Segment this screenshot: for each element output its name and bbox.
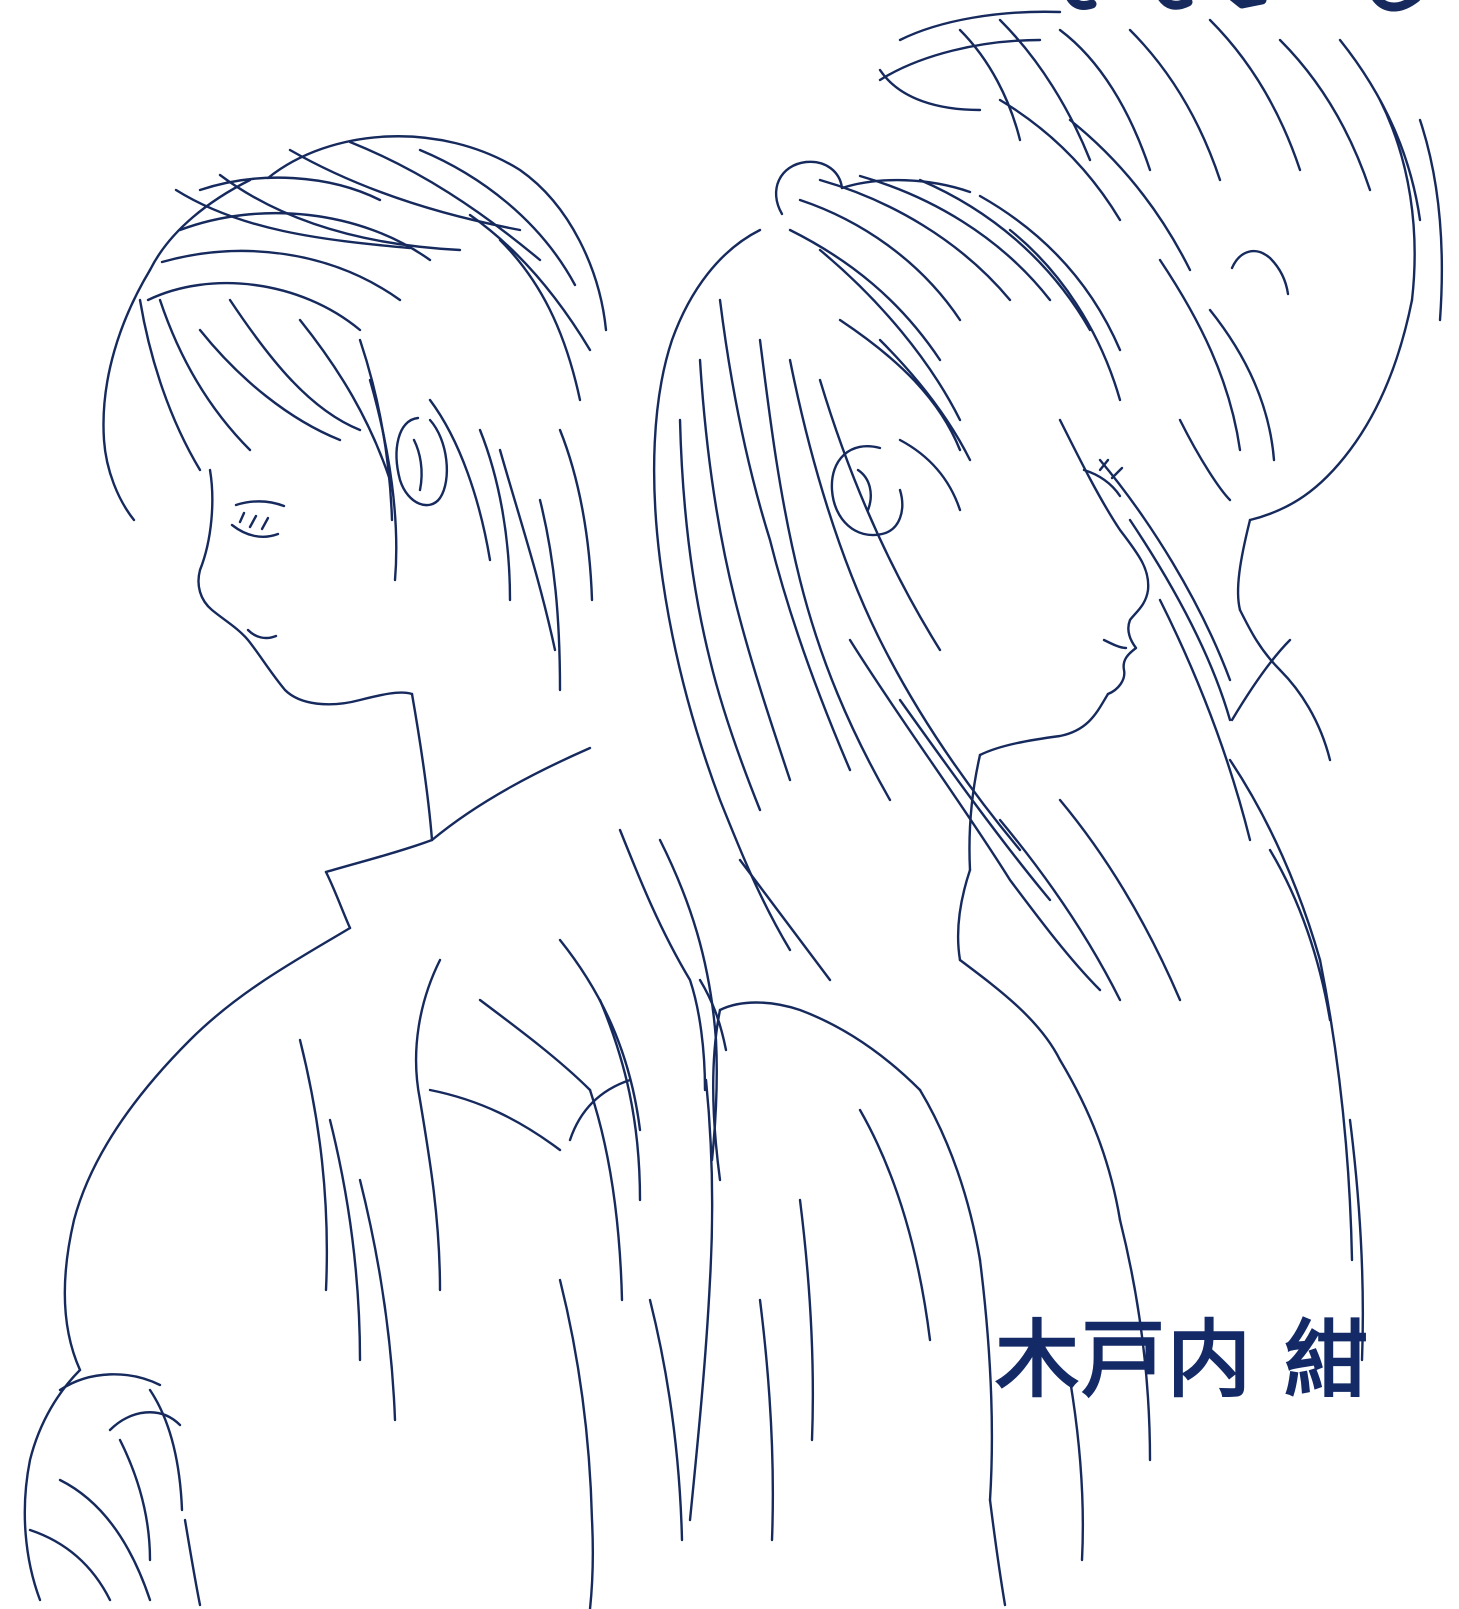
title-fragment <box>1066 0 1421 12</box>
figure-center <box>558 160 1152 1609</box>
figure-right <box>878 10 1443 1362</box>
author-name: 木戸内 紺 <box>995 1311 1371 1409</box>
figure-left <box>23 135 642 1607</box>
